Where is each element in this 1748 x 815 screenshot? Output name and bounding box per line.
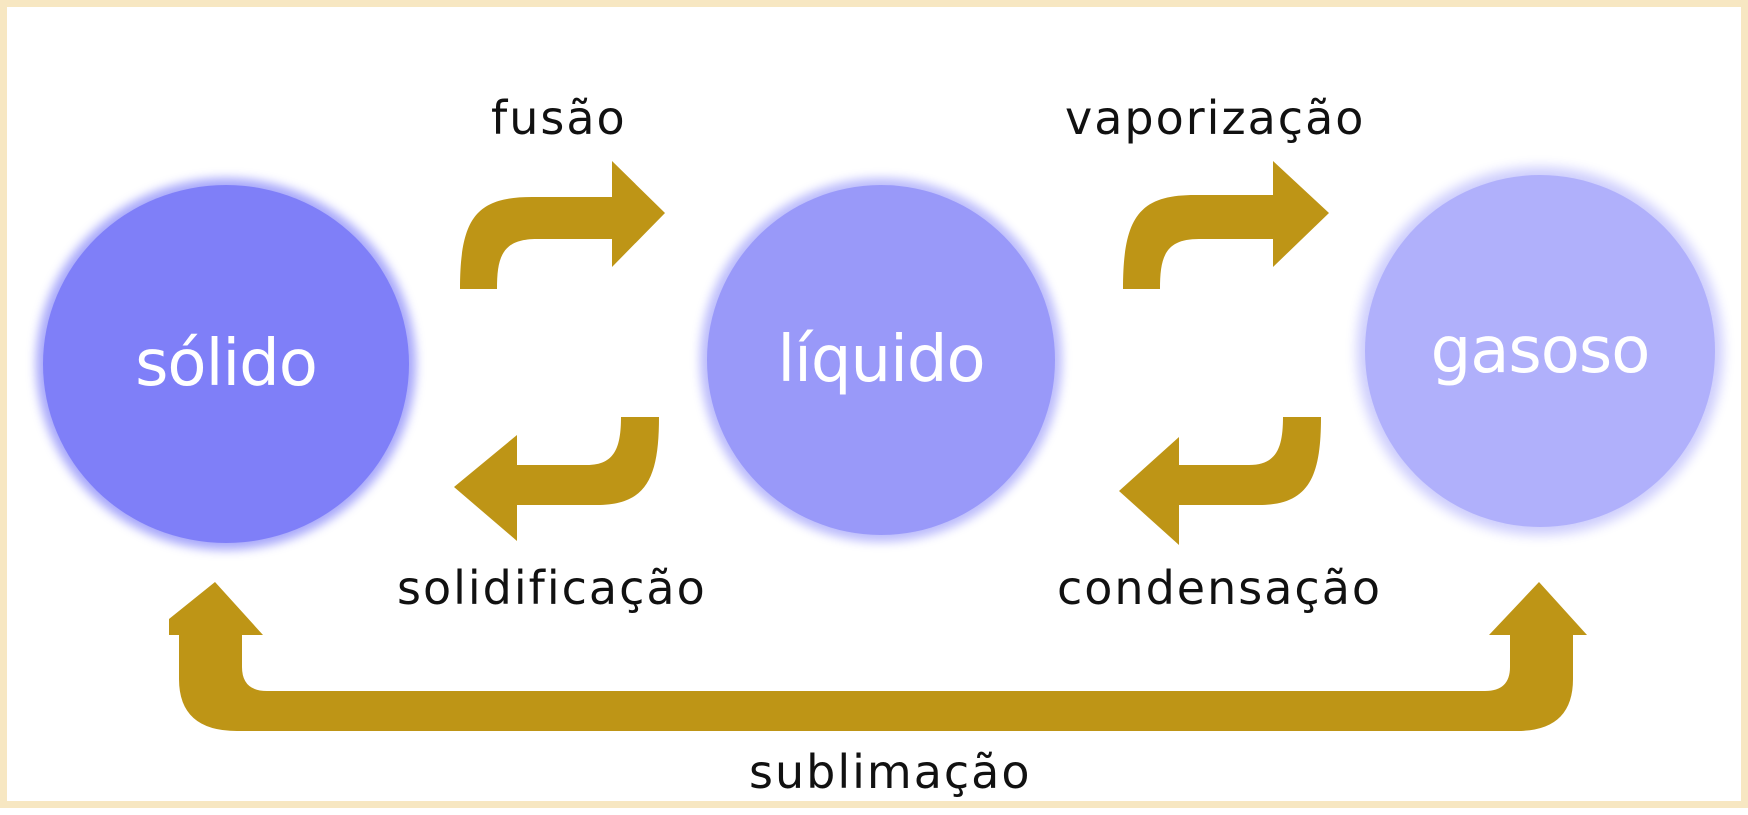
- state-gas: gasoso: [1365, 175, 1715, 527]
- solidification-arrow: [454, 417, 659, 541]
- fusion-label: fusão: [491, 91, 627, 145]
- solidification-label: solidificação: [397, 561, 707, 615]
- vaporization-label: vaporização: [1065, 91, 1366, 145]
- condensation-label: condensação: [1057, 561, 1383, 615]
- state-liquid-label: líquido: [777, 323, 985, 397]
- state-liquid: líquido: [707, 185, 1055, 535]
- fusion-arrow: [460, 161, 665, 289]
- condensation-arrow: [1119, 417, 1321, 545]
- vaporization-arrow: [1123, 161, 1329, 289]
- sublimation-arrow: [169, 582, 1587, 731]
- sublimation-label: sublimação: [749, 745, 1032, 799]
- state-gas-label: gasoso: [1430, 314, 1651, 388]
- state-solid-label: sólido: [135, 327, 318, 401]
- arrows-layer: [169, 161, 1587, 731]
- state-solid: sólido: [43, 185, 409, 543]
